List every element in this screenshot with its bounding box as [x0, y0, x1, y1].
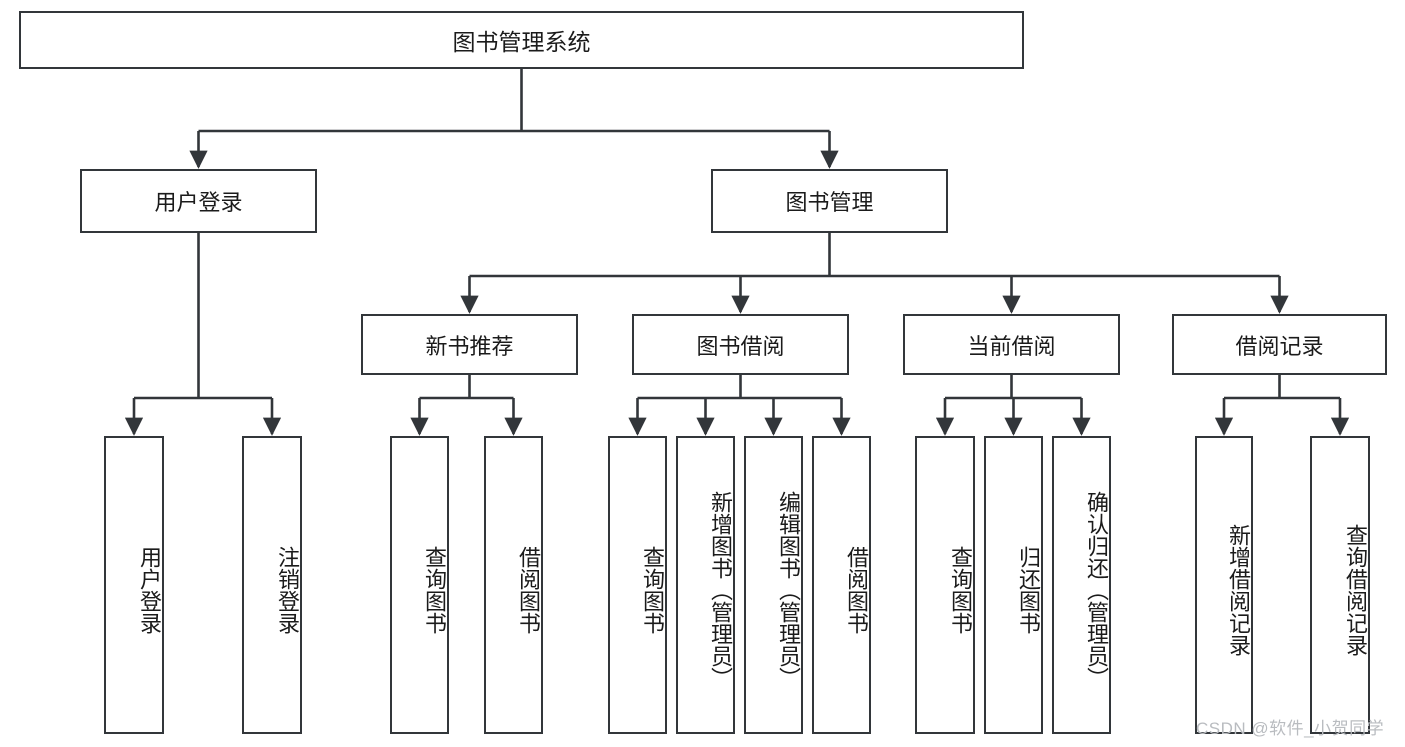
node-label: 借阅图书	[516, 546, 541, 634]
node-current-borrow[interactable]: 当前借阅	[903, 314, 1120, 375]
node-label: 查询图书	[422, 546, 447, 634]
node-user-login[interactable]: 用户登录	[80, 169, 317, 233]
node-root[interactable]: 图书管理系统	[19, 11, 1024, 69]
node-leaf-query-record[interactable]: 查询借阅记录	[1310, 436, 1370, 734]
node-leaf-borrow-book-2[interactable]: 借阅图书	[812, 436, 871, 734]
node-leaf-user-login[interactable]: 用户登录	[104, 436, 164, 734]
node-label: 图书借阅	[696, 333, 785, 359]
node-new-book-recommend[interactable]: 新书推荐	[361, 314, 578, 375]
node-label: 编辑图书（管理员）	[776, 491, 801, 689]
node-book-borrow[interactable]: 图书借阅	[632, 314, 849, 375]
node-label: 归还图书	[1016, 546, 1041, 634]
node-leaf-query-book-3[interactable]: 查询图书	[915, 436, 975, 734]
node-leaf-edit-book[interactable]: 编辑图书（管理员）	[744, 436, 803, 734]
node-leaf-borrow-book-1[interactable]: 借阅图书	[484, 436, 543, 734]
node-label: 查询图书	[948, 546, 973, 634]
node-label: 新增图书（管理员）	[708, 491, 733, 689]
node-label: 新书推荐	[425, 333, 514, 359]
node-label: 图书管理系统	[452, 29, 591, 55]
node-borrow-record[interactable]: 借阅记录	[1172, 314, 1387, 375]
node-label: 新增借阅记录	[1226, 524, 1251, 656]
node-label: 当前借阅	[967, 333, 1056, 359]
node-label: 查询借阅记录	[1343, 524, 1368, 656]
node-label: 借阅记录	[1235, 333, 1324, 359]
node-leaf-return-book[interactable]: 归还图书	[984, 436, 1043, 734]
node-leaf-query-book-2[interactable]: 查询图书	[608, 436, 667, 734]
node-leaf-confirm-return[interactable]: 确认归还（管理员）	[1052, 436, 1111, 734]
node-leaf-query-book-1[interactable]: 查询图书	[390, 436, 449, 734]
watermark-label: CSDN @软件_小贺同学	[1196, 719, 1385, 738]
node-label: 确认归还（管理员）	[1084, 491, 1109, 689]
node-label: 用户登录	[154, 190, 243, 215]
node-leaf-add-book[interactable]: 新增图书（管理员）	[676, 436, 735, 734]
node-leaf-add-record[interactable]: 新增借阅记录	[1195, 436, 1253, 734]
node-leaf-logout[interactable]: 注销登录	[242, 436, 302, 734]
node-label: 图书管理	[785, 190, 874, 215]
node-label: 查询图书	[640, 546, 665, 634]
node-label: 用户登录	[137, 546, 162, 634]
node-label: 注销登录	[275, 546, 300, 634]
node-book-manage[interactable]: 图书管理	[711, 169, 948, 233]
node-label: 借阅图书	[844, 546, 869, 634]
